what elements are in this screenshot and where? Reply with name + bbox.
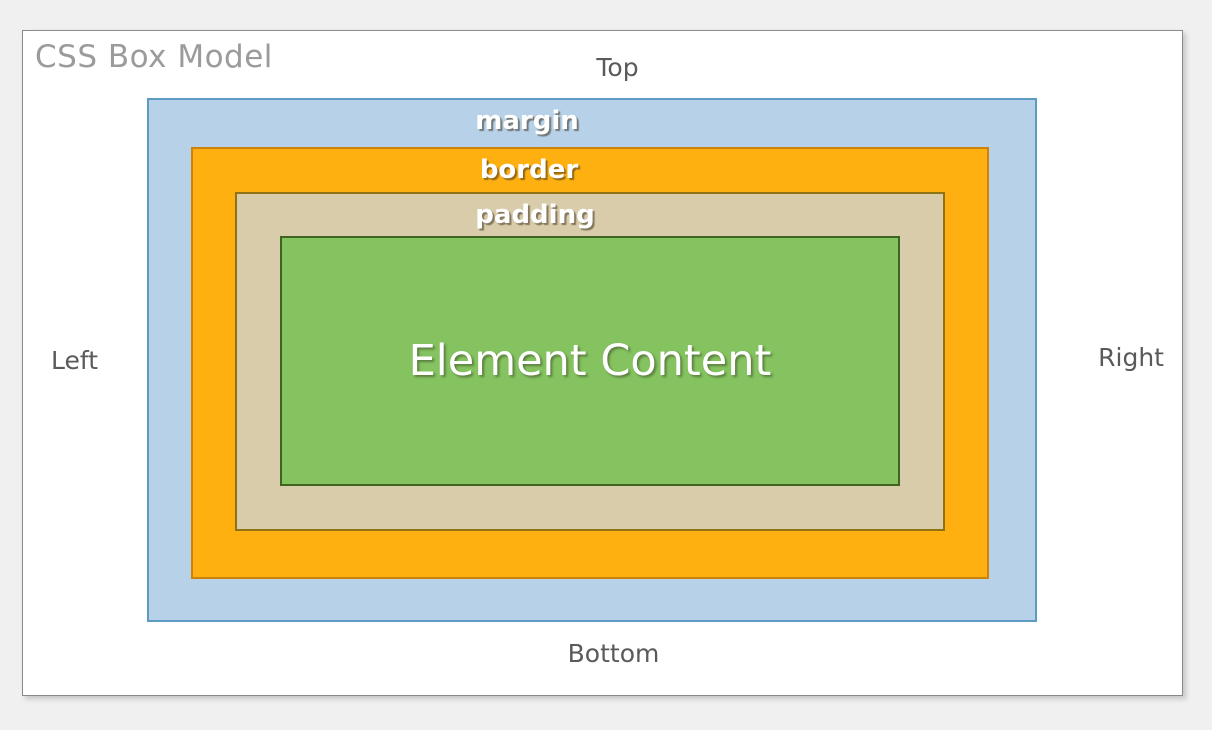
content-box-label: Element Content [408, 336, 772, 386]
border-box-label: border [479, 155, 579, 185]
page-title: CSS Box Model [35, 39, 273, 75]
padding-box: padding Element Content [235, 192, 945, 531]
content-box: Element Content [280, 236, 900, 486]
margin-box: margin border padding Element Content [147, 98, 1037, 622]
direction-label-left: Left [51, 346, 99, 375]
diagram-card: CSS Box Model Top Left Right Bottom marg… [22, 30, 1183, 696]
margin-box-label: margin [475, 106, 579, 136]
padding-box-label: padding [475, 200, 595, 230]
direction-label-right: Right [1098, 343, 1164, 372]
direction-label-top: Top [596, 53, 639, 82]
direction-label-bottom: Bottom [567, 639, 660, 668]
border-box: border padding Element Content [191, 147, 989, 579]
